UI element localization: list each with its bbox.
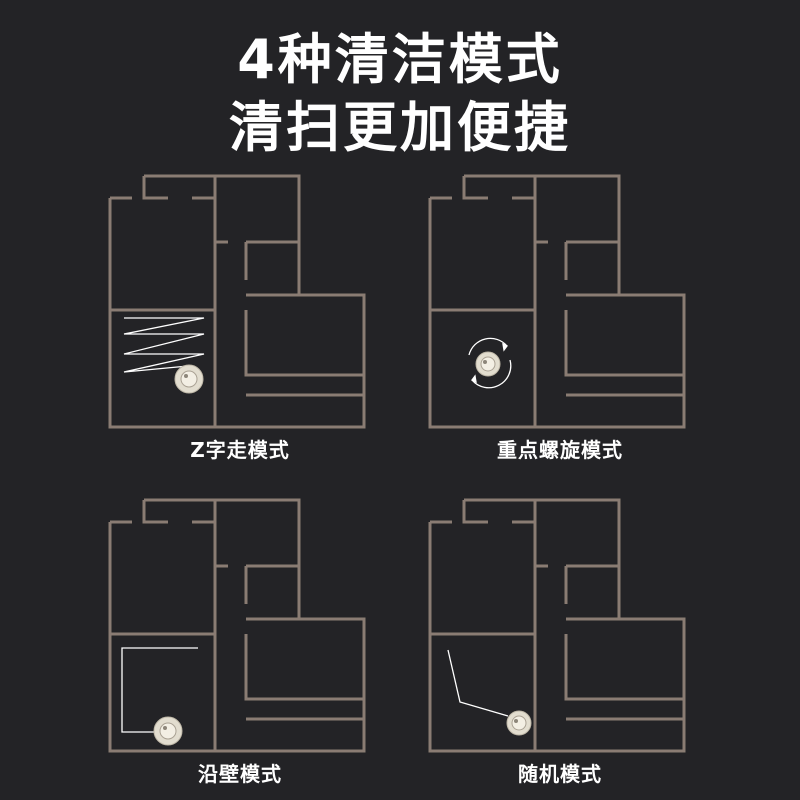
robot-vacuum-icon [153,716,183,746]
floorplan-walls [428,498,686,753]
wall-follow-path-icon [121,647,198,733]
floorplan-walls [108,498,366,753]
random-path-icon [447,649,509,717]
robot-vacuum-icon [506,710,532,736]
mode-caption-zigzag: Z字走模式 [190,438,290,462]
spiral-path-icon [468,337,512,389]
floorplan-walls [428,174,686,429]
mode-caption-spiral: 重点螺旋模式 [497,438,623,462]
mode-caption-random: 随机模式 [518,762,602,786]
floorplan-wall-follow [108,498,366,753]
floorplan-random [428,498,686,753]
robot-vacuum-icon [475,351,501,377]
floorplan-walls [108,174,366,429]
headline-line-2: 清扫更加便捷 [229,96,571,159]
zigzag-path-icon [123,317,205,373]
mode-panel-wall-follow: 沿壁模式 [80,494,400,794]
robot-vacuum-icon [174,364,204,394]
mode-caption-wall-follow: 沿壁模式 [198,762,282,786]
headline-line-1: 4种清洁模式 [237,28,563,91]
mode-panel-zigzag: Z字走模式 [80,170,400,470]
mode-panel-spiral: 重点螺旋模式 [400,170,720,470]
mode-panel-random: 随机模式 [400,494,720,794]
floorplan-spiral [428,174,686,429]
floorplan-zigzag [108,174,366,429]
